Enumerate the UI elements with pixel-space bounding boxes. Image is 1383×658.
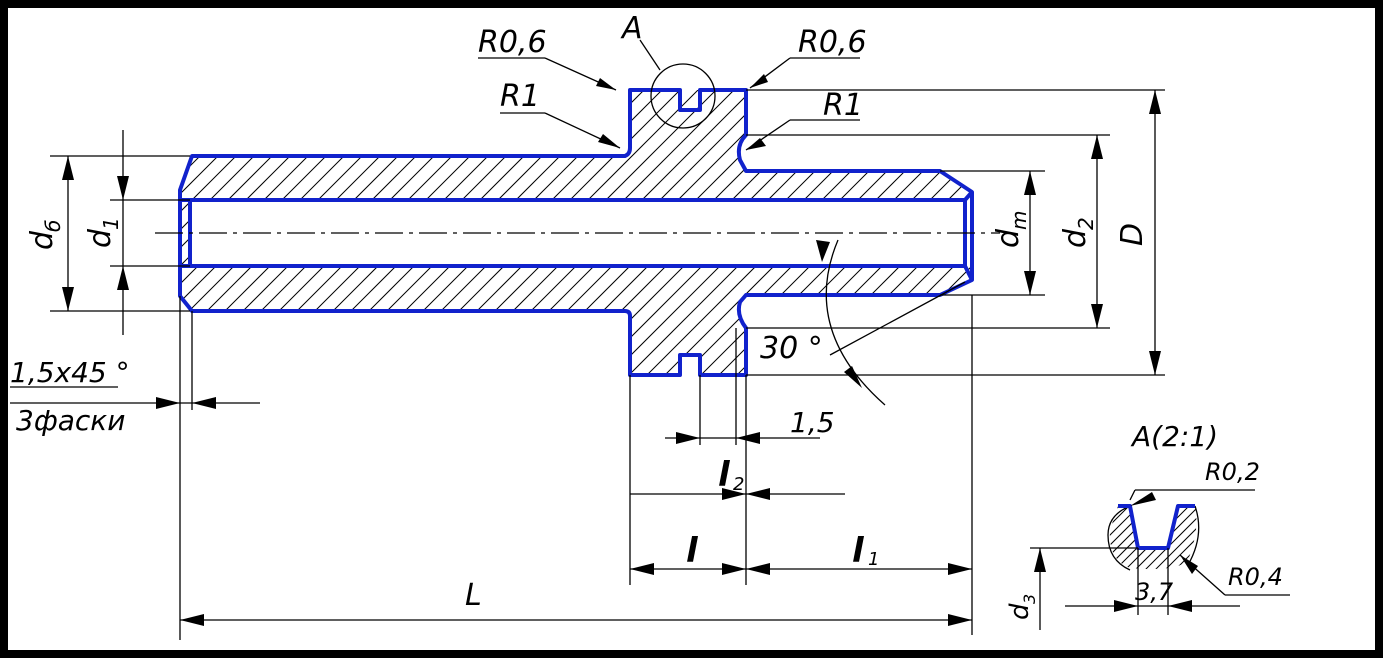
label-L: L: [465, 578, 482, 613]
label-d2: d: [1058, 228, 1093, 248]
label-l1: l: [852, 531, 865, 571]
label-angle: 30 °: [760, 331, 823, 366]
label-db-sub: б: [41, 220, 65, 232]
detail-a-circle: [650, 63, 716, 129]
chamfer-dimension: [10, 296, 260, 640]
label-detail-title: A(2:1): [1130, 420, 1218, 453]
label-d3: d: [1005, 603, 1035, 620]
label-dm-sub: m: [1007, 211, 1031, 230]
label-dim-15: 1,5: [790, 406, 835, 439]
angle-arc: [825, 239, 886, 406]
label-l2-sub: 2: [733, 474, 744, 495]
label-D: D: [1115, 223, 1150, 246]
label-r04: R0,4: [1228, 563, 1283, 591]
label-d2-sub: 2: [1074, 217, 1098, 230]
bottom-dimensions: [180, 295, 973, 635]
label-r1-left: R1: [500, 79, 540, 114]
label-r02: R0,2: [1205, 458, 1260, 486]
label-chamfer-count: 3фаски: [16, 404, 125, 437]
label-d3-sub: 3: [1020, 594, 1039, 604]
label-r06-right: R0,6: [798, 25, 867, 60]
left-dimensions: [50, 130, 190, 335]
label-a-mark: A: [620, 11, 643, 46]
label-d1: d: [83, 228, 118, 248]
label-db: d: [25, 230, 60, 250]
label-l2: l: [718, 455, 731, 495]
label-r06-left: R0,6: [478, 25, 547, 60]
label-l: l: [686, 531, 699, 571]
label-dm: d: [991, 228, 1026, 248]
label-r1-right: R1: [823, 88, 863, 123]
label-dim-37: 3,7: [1135, 578, 1174, 606]
label-d1-sub: 1: [99, 217, 123, 230]
detail-a-view: [1030, 489, 1290, 630]
label-chamfer: 1,5x45 °: [10, 356, 130, 389]
label-l1-sub: 1: [868, 549, 879, 570]
